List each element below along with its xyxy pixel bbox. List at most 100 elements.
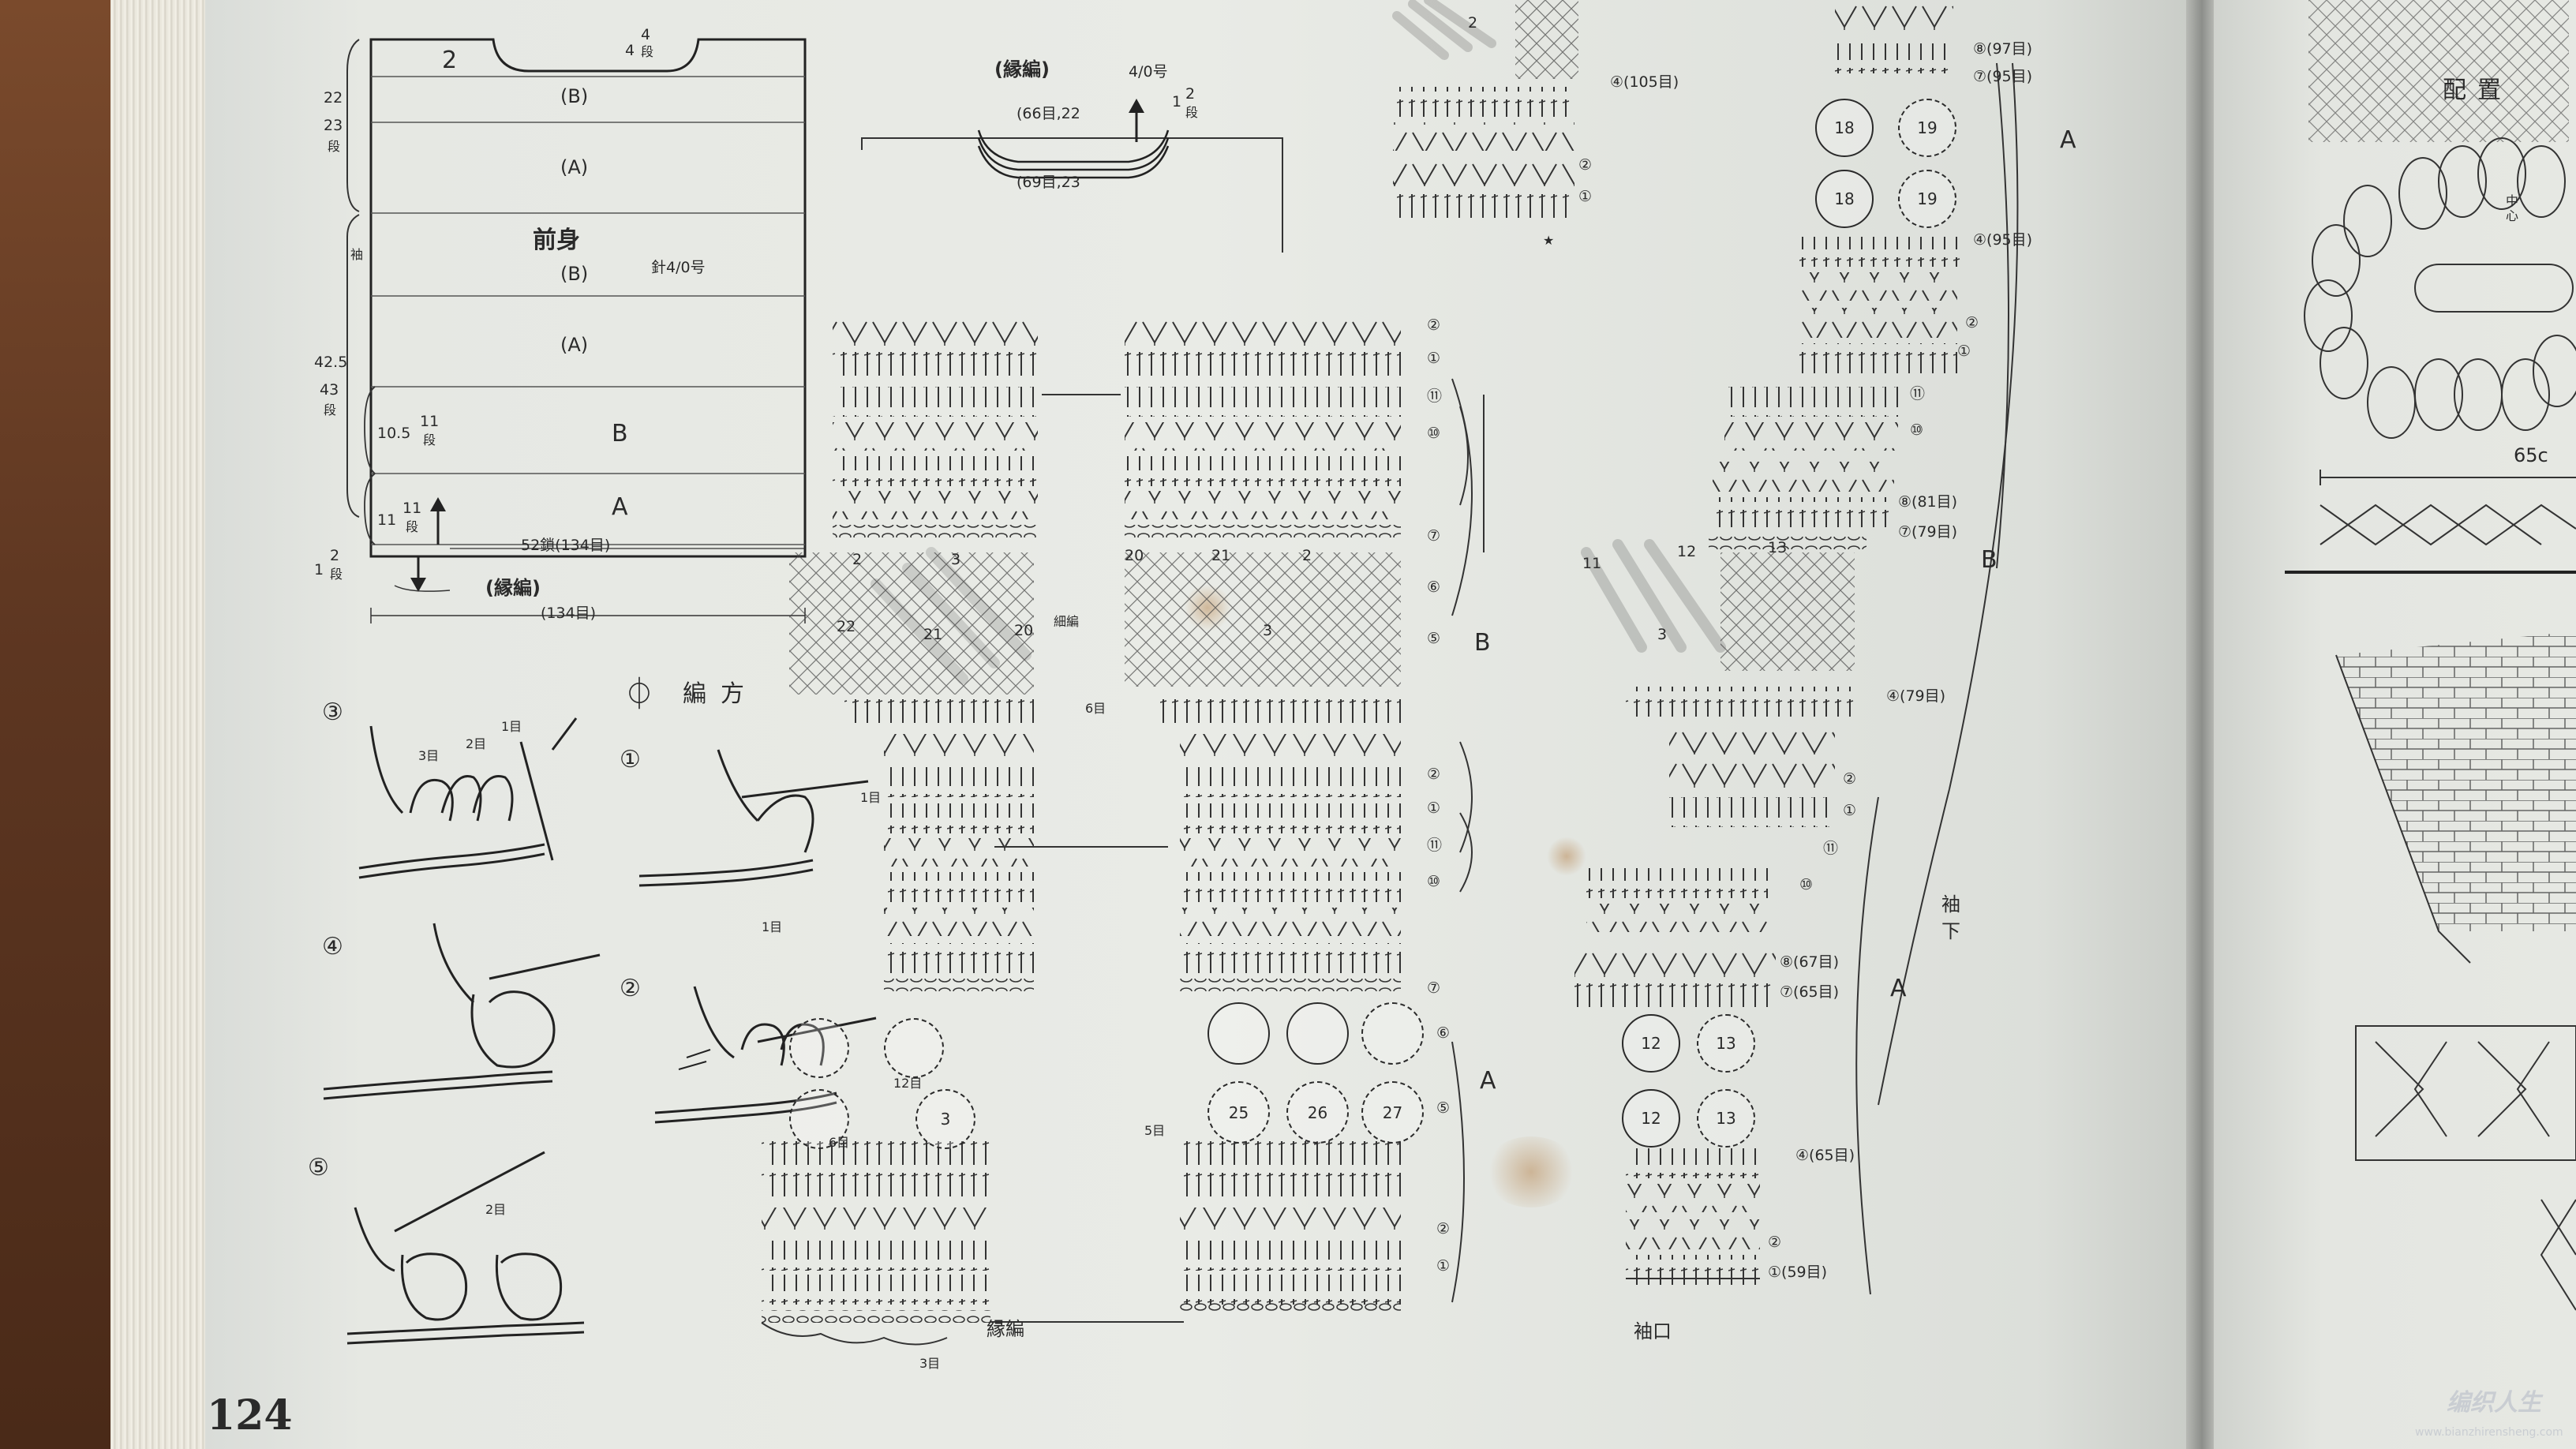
flower-motif [1361,1002,1424,1065]
band-a-rows: 11 [402,500,422,517]
top-motif-marker: ④(105目) [1610,73,1679,91]
step3-label-2: 2目 [466,736,487,751]
sleeve-motif-11: 11 [1582,555,1602,572]
sleeve-marker: ② [1843,770,1857,788]
center-marker: ⑩ [1427,425,1441,442]
sleeve-marker: ① [1957,343,1971,360]
front-body-schematic [346,38,807,623]
center-marker: ② [1436,1220,1451,1237]
step1-label-a: 1目 [860,790,882,805]
center-marker: ⑪ [1427,388,1443,405]
sleeve-flower: 13 [1697,1089,1755,1148]
edging-needle: 4/0号 [1129,63,1168,80]
sleeve-motif-2: 2 [1468,14,1478,32]
flower-number: 18 [1834,118,1855,137]
center-marker: ① [1436,1257,1451,1275]
sleeve-flower: 13 [1697,1014,1755,1073]
top-motif-fragment [1392,0,1578,223]
count-3: 3目 [919,1356,941,1371]
top-motif-marker: ① [1578,188,1593,205]
band-a-mid: (A) [560,334,589,356]
motif-number-2: 2 [852,551,863,568]
sleeve-marker: ④(79目) [1886,687,1946,705]
count-12: 12目 [893,1076,923,1091]
motif-r-2: 2 [1302,547,1312,564]
flower-motif: 26 [1286,1081,1349,1144]
sleeve-motif-12: 12 [1677,543,1697,560]
flower-motif [789,1018,849,1078]
sleeve-ring: 12 [1622,1089,1680,1148]
flower-number: 12 [1641,1109,1661,1128]
mid-rows-unit: 段 [324,402,337,417]
sleeve-section-a-top: A [2060,126,2076,154]
flower-number: 27 [1382,1103,1403,1122]
sleeve-marker: ⑪ [1823,840,1839,857]
center-marker: ① [1427,350,1441,367]
bottom-rows: 2 [330,547,340,564]
edging-rows: 2 [1185,85,1196,103]
band-b-mid: (B) [560,263,589,285]
sleeve-marker: ① [1843,802,1857,819]
edging-rows-unit: 段 [1185,105,1199,120]
sleeve-section-a-bottom: A [1890,975,1907,1002]
band-b-rows: 11 [420,413,440,430]
center-chart-right [1125,320,1485,1315]
center-marker: ① [1427,799,1441,817]
sleeve-flower: 19 [1898,99,1956,157]
edging-upper-count: (66目,22 [1017,105,1080,122]
band-b-rows-unit: 段 [423,432,436,447]
needle-note: 針4/0号 [651,259,706,276]
step-4: ④ [322,933,343,960]
center-marker: ⑥ [1427,578,1441,596]
sleeve-motif-3: 3 [1657,626,1668,643]
sleeve-marker: ⑩ [1799,876,1814,893]
edging-label: (縁編) [485,577,541,599]
flower-count: 6目 [829,1135,850,1150]
sleeve-marker: ⑦(65目) [1780,983,1840,1001]
top-height: 22 [324,89,343,107]
layout-label: 配置 [2443,77,2512,104]
sleeve-marker: ①(59目) [1768,1264,1828,1281]
flower-number: 3 [940,1110,951,1129]
sleeve-marker: ⑧(81目) [1898,493,1958,511]
band-a-top: (A) [560,156,589,178]
method-title: 編方 [683,680,758,708]
center-label: 細編 [1054,614,1080,629]
step-2: ② [620,975,641,1002]
step1-label-b: 1目 [762,919,783,934]
sleeve-side-label: 袖 [350,247,364,262]
band-a-low: A [612,493,628,521]
bottom-rows-unit: 段 [330,567,343,582]
edging-detail-drawing [861,99,1283,253]
ring-motif [1208,1002,1270,1065]
step-3: ③ [322,698,343,726]
center-marker: ⑦ [1427,979,1441,997]
front-body-label: 前身 [533,227,580,254]
flower-number: 12 [1641,1034,1661,1053]
page-number: 124 [207,1391,293,1440]
neck-depth: 4 [625,42,635,59]
band-b-top: (B) [560,85,589,107]
inner-width: 52鎖(134目) [521,537,611,554]
cuff-label: 袖口 [1634,1320,1672,1342]
sleeve-marker: ⑩ [1910,421,1924,439]
sleeve-motif-13: 13 [1768,539,1788,556]
sleeve-flower: 19 [1898,170,1956,228]
edging-detail-title: (縁編) [994,58,1050,80]
stain [1547,837,1586,876]
flower-number: 19 [1917,118,1938,137]
motif-number-3: 3 [951,551,961,568]
step-1: ① [620,746,641,773]
sleeve-marker: ② [1965,314,1979,331]
band-a-rows-unit: 段 [406,519,419,534]
center-marker: ② [1427,316,1441,334]
book-spine [2186,0,2218,1449]
step3-label-3: 3目 [418,748,440,763]
center-marker: ⑩ [1427,873,1441,890]
sleeve-marker: ⑦(95目) [1973,68,2033,85]
ring-motif [1286,1002,1349,1065]
flower-motif [884,1018,944,1078]
motif-number-21: 21 [923,626,943,643]
edging-rows-top: 1 [1172,93,1182,110]
